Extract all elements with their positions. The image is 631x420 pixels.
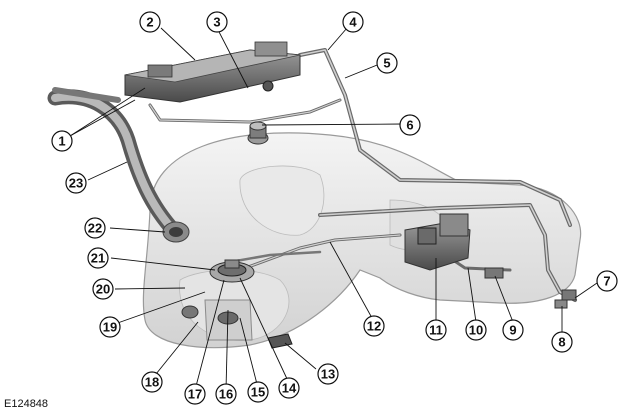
callout-number: 19	[103, 320, 117, 335]
callout-number: 21	[91, 251, 105, 266]
callout-circle	[342, 11, 364, 33]
callout-circle	[92, 278, 114, 300]
callout-number: 13	[321, 367, 335, 382]
leader-lines	[69, 27, 598, 391]
rollover-valve	[247, 121, 269, 145]
callout-11: 11	[425, 319, 447, 341]
callout-circle	[141, 371, 163, 393]
callout-number: 14	[282, 381, 297, 396]
callout-number: 2	[146, 15, 153, 30]
callout-circle	[184, 383, 206, 405]
callout-12: 12	[363, 315, 385, 337]
callout-number: 6	[406, 118, 413, 133]
callout-circle	[425, 319, 447, 341]
callout-circle	[278, 377, 300, 399]
callout-number: 22	[88, 221, 102, 236]
callout-number: 17	[188, 387, 202, 402]
evap-canister	[124, 41, 301, 103]
callout-8: 8	[551, 331, 573, 353]
callout-21: 21	[87, 247, 109, 269]
callout-2: 2	[139, 11, 161, 33]
callout-17: 17	[184, 383, 206, 405]
callout-circle	[399, 114, 421, 136]
callout-circle	[551, 331, 573, 353]
callout-number: 15	[251, 385, 265, 400]
callout-circle	[99, 316, 121, 338]
callout-20: 20	[92, 278, 114, 300]
callout-circle	[84, 217, 106, 239]
line-connector	[484, 267, 504, 279]
callout-number: 18	[145, 375, 159, 390]
callout-circle	[376, 52, 398, 74]
callout-number: 16	[219, 387, 233, 402]
callout-circle	[247, 381, 269, 403]
fuel-sender-unit	[181, 259, 255, 341]
callout-number: 12	[367, 319, 381, 334]
filler-neck	[47, 87, 190, 243]
figure-id: E124848	[4, 398, 49, 410]
right-fittings	[554, 289, 577, 309]
callout-circle	[87, 247, 109, 269]
callout-number: 9	[509, 323, 516, 338]
callout-circle	[51, 130, 73, 152]
callout-10: 10	[465, 319, 487, 341]
callout-number: 10	[469, 323, 483, 338]
callout-circle	[317, 363, 339, 385]
fuel-tank	[142, 132, 582, 349]
callout-number: 7	[603, 274, 610, 289]
callout-13: 13	[317, 363, 339, 385]
callout-9: 9	[502, 319, 524, 341]
callout-3: 3	[206, 11, 228, 33]
callout-number: 23	[69, 176, 83, 191]
callout-number: 3	[213, 15, 220, 30]
callout-4: 4	[342, 11, 364, 33]
callout-number: 20	[96, 282, 110, 297]
callout-6: 6	[399, 114, 421, 136]
fuel-pump-module	[404, 213, 471, 271]
callout-circle	[65, 172, 87, 194]
callout-23: 23	[65, 172, 87, 194]
callout-18: 18	[141, 371, 163, 393]
callout-number: 4	[349, 15, 357, 30]
callout-number: 5	[383, 56, 390, 71]
callout-5: 5	[376, 52, 398, 74]
callout-14: 14	[278, 377, 300, 399]
callout-16: 16	[215, 383, 237, 405]
callout-circle	[363, 315, 385, 337]
callout-1: 1	[51, 130, 73, 152]
callout-circle	[502, 319, 524, 341]
callout-circle	[206, 11, 228, 33]
callout-number: 11	[429, 323, 443, 338]
callout-19: 19	[99, 316, 121, 338]
callout-number: 1	[58, 134, 65, 149]
callout-circle	[465, 319, 487, 341]
callout-circle	[596, 270, 618, 292]
callout-circle	[139, 11, 161, 33]
callout-circle	[215, 383, 237, 405]
callout-15: 15	[247, 381, 269, 403]
callout-7: 7	[596, 270, 618, 292]
callout-number: 8	[558, 335, 565, 350]
callout-22: 22	[84, 217, 106, 239]
